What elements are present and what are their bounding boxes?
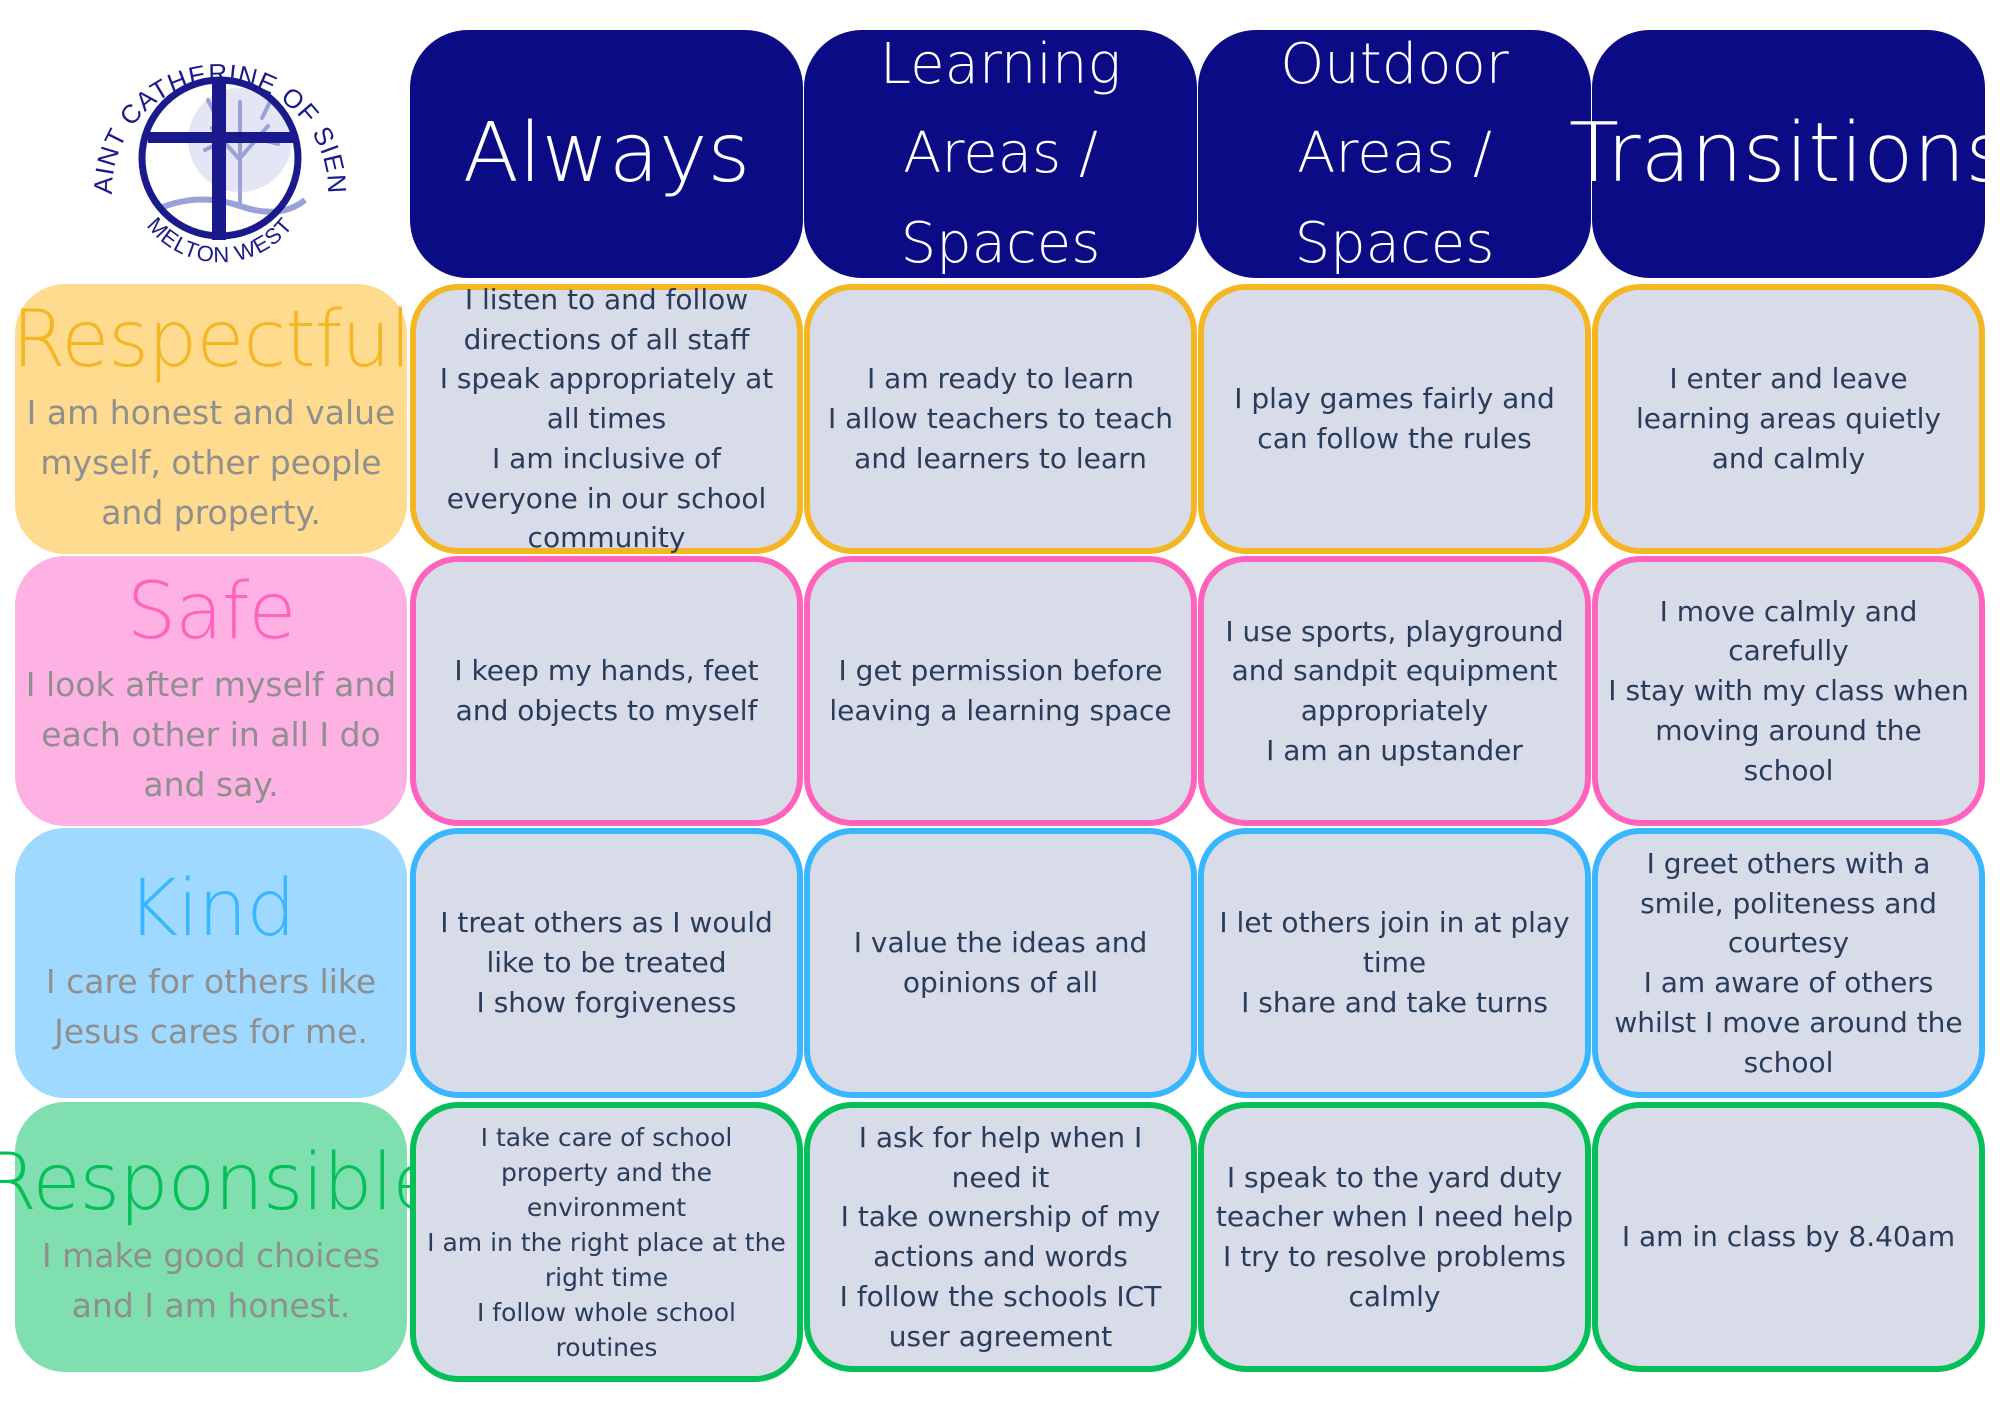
cell-respectful-always: I listen to and follow directions of all…: [410, 283, 803, 554]
cell-responsible-always: I take care of school property and the e…: [410, 1102, 803, 1382]
cell-responsible-learning: I ask for help when I need it I take own…: [804, 1102, 1197, 1372]
row-description: I care for others like Jesus cares for m…: [45, 961, 377, 1051]
header-outdoor-areas: Outdoor Areas / Spaces: [1198, 30, 1591, 278]
cross-icon: [148, 80, 296, 240]
cell-kind-outdoor: I let others join in at play time I shar…: [1198, 828, 1591, 1098]
cell-kind-learning: I value the ideas and opinions of all: [804, 828, 1197, 1098]
header-always: Always: [410, 30, 803, 278]
cell-respectful-learning: I am ready to learn I allow teachers to …: [804, 284, 1197, 554]
row-label-respectful: Respectful I am honest and value myself,…: [12, 284, 411, 554]
cell-respectful-transitions: I enter and leave learning areas quietly…: [1592, 284, 1985, 554]
row-title: Kind: [127, 863, 296, 954]
row-label-safe: Safe I look after myself and each other …: [15, 556, 407, 826]
school-logo: SAINT CATHERINE OF SIENA MELTON WEST: [90, 40, 350, 267]
cell-kind-transitions: I greet others with a smile, politeness …: [1592, 828, 1985, 1098]
wave-icon: [158, 196, 307, 215]
header-learning-areas: Learning Areas / Spaces: [804, 30, 1197, 278]
row-title: Responsible: [0, 1137, 440, 1228]
cell-safe-transitions: I move calmly and carefully I stay with …: [1592, 556, 1985, 826]
cell-responsible-outdoor: I speak to the yard duty teacher when I …: [1198, 1102, 1591, 1372]
row-title: Safe: [126, 566, 297, 657]
cell-safe-always: I keep my hands, feet and objects to mys…: [410, 556, 803, 826]
cell-respectful-outdoor: I play games fairly and can follow the r…: [1198, 284, 1591, 554]
row-label-responsible: Responsible I make good choices and I am…: [0, 1102, 440, 1372]
row-label-kind: Kind I care for others like Jesus cares …: [15, 828, 407, 1098]
cell-responsible-transitions: I am in class by 8.40am: [1592, 1102, 1985, 1372]
row-title: Respectful: [11, 294, 412, 385]
header-transitions: Transitions: [1569, 30, 2000, 278]
row-description: I am honest and value myself, other peop…: [26, 392, 396, 533]
cell-safe-outdoor: I use sports, playground and sandpit equ…: [1198, 556, 1591, 826]
row-description: I make good choices and I am honest.: [41, 1235, 381, 1325]
cell-kind-always: I treat others as I would like to be tre…: [410, 828, 803, 1098]
cell-safe-learning: I get permission before leaving a learni…: [804, 556, 1197, 826]
row-description: I look after myself and each other in al…: [25, 664, 397, 805]
